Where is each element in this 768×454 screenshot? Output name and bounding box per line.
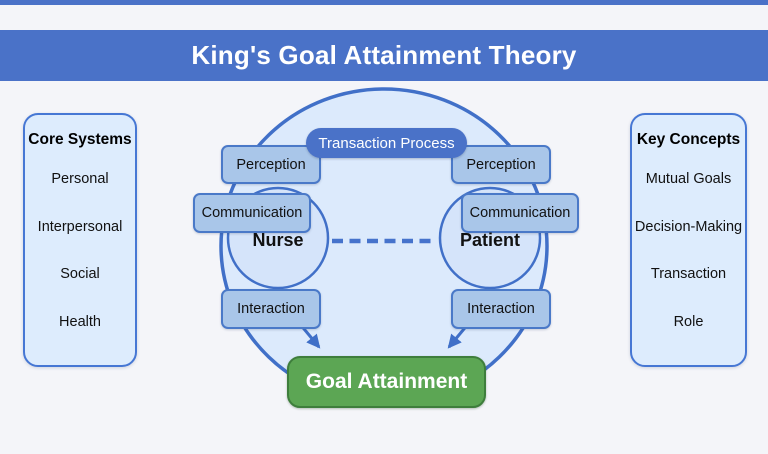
- patient-communication-box: Communication: [461, 193, 579, 233]
- list-item: Mutual Goals: [645, 171, 732, 187]
- key-concepts-title: Key Concepts: [636, 131, 741, 148]
- nurse-label: Nurse: [252, 230, 304, 250]
- nurse-interaction-box: Interaction: [221, 289, 321, 329]
- goal-attainment-box: Goal Attainment: [287, 356, 486, 408]
- core-systems-title: Core Systems: [28, 131, 132, 148]
- list-item: Social: [60, 266, 100, 282]
- list-item: Role: [673, 314, 704, 330]
- list-item: Health: [59, 314, 101, 330]
- transaction-process-pill: Transaction Process: [306, 128, 467, 158]
- nurse-perception-box: Perception: [221, 145, 321, 184]
- list-item: Transaction: [650, 266, 727, 282]
- top-accent-bar: [0, 0, 768, 5]
- key-concepts-panel: Key Concepts Mutual Goals Decision-Makin…: [630, 113, 747, 367]
- list-item: Personal: [51, 171, 109, 187]
- nurse-communication-box: Communication: [193, 193, 311, 233]
- patient-label: Patient: [459, 230, 520, 250]
- list-item: Decision-Making: [634, 219, 743, 235]
- header-band: King's Goal Attainment Theory: [0, 30, 768, 81]
- core-systems-panel: Core Systems Personal Interpersonal Soci…: [23, 113, 137, 367]
- page-title: King's Goal Attainment Theory: [191, 40, 577, 70]
- patient-perception-box: Perception: [451, 145, 551, 184]
- patient-interaction-box: Interaction: [451, 289, 551, 329]
- list-item: Interpersonal: [37, 219, 123, 235]
